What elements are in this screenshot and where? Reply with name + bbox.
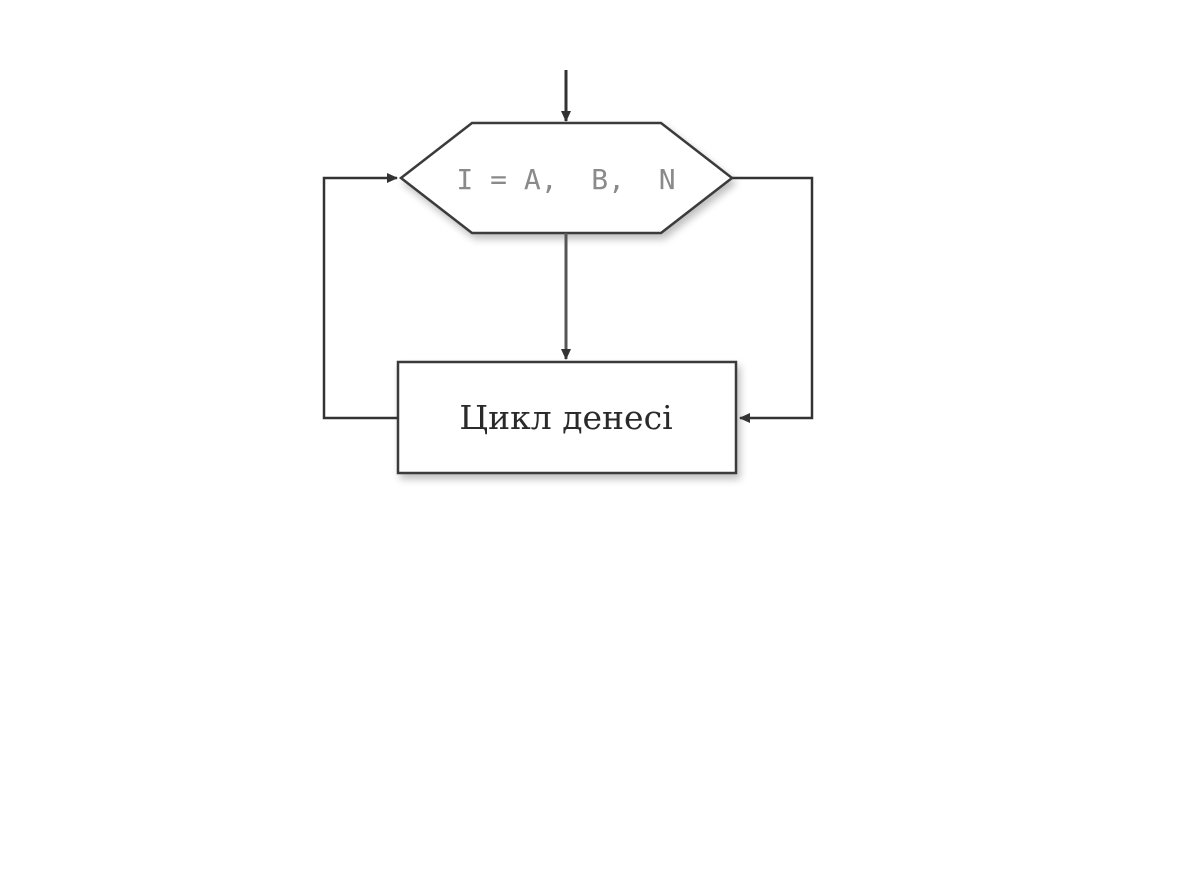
loop-body-box (396, 360, 738, 475)
loop-return-arrow (322, 173, 398, 420)
loop-header-label: I = A, B, N (456, 163, 675, 196)
loop-exit-arrow (732, 176, 814, 423)
loop-body-label: Цикл денесі (459, 398, 672, 437)
